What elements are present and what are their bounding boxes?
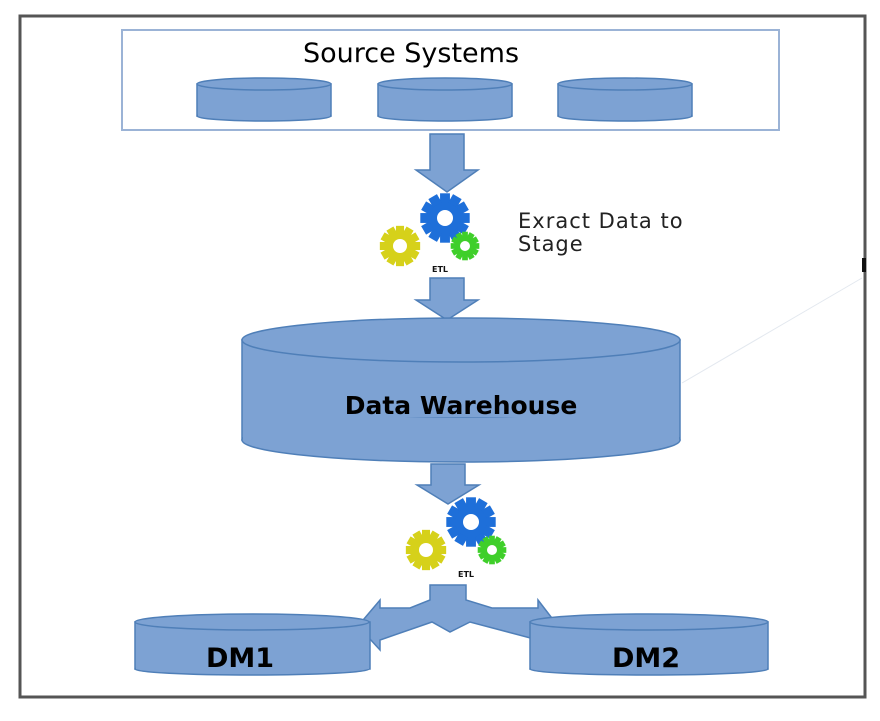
source-systems-box: Source Systems [121, 29, 780, 131]
edge-mark [862, 258, 866, 272]
etl-bottom-gears-icon [405, 497, 507, 571]
dm1-label: DM1 [206, 643, 274, 674]
etl-step-label-line1: Exract Data to [518, 209, 684, 233]
dm1-cylinder [134, 613, 371, 676]
etl-bottom-caption: ETL [458, 570, 474, 579]
arrow-warehouse-to-etl [414, 463, 482, 505]
etl-top-gears-icon [379, 193, 480, 267]
data-warehouse-label: Data Warehouse [345, 391, 578, 420]
source-systems-title: Source Systems [303, 38, 519, 69]
decorative-line [681, 277, 863, 384]
etl-step-label-line2: Stage [518, 232, 584, 256]
dm2-label: DM2 [612, 643, 680, 674]
data-warehouse-cylinder [241, 317, 681, 463]
etl-top-caption: ETL [432, 265, 448, 274]
source-db-3-icon [557, 77, 693, 122]
arrow-source-to-etl [413, 133, 481, 193]
arrow-etl-to-warehouse [413, 277, 481, 321]
source-db-2-icon [377, 77, 513, 122]
source-db-1-icon [196, 77, 332, 122]
arrow-etl-to-datamarts [357, 584, 559, 653]
dm2-cylinder [529, 613, 769, 676]
